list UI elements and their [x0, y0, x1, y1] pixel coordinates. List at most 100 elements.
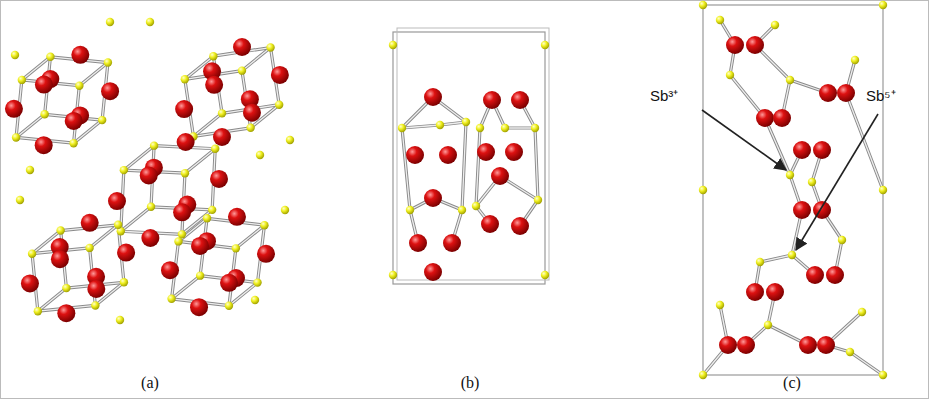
- bond: [185, 149, 215, 173]
- leader-arrow: [702, 110, 786, 170]
- oxygen-atom: [35, 136, 53, 154]
- antimony-atom: [225, 302, 233, 310]
- oxygen-atom: [481, 215, 499, 233]
- oxygen-atom: [51, 250, 69, 268]
- antimony-atom: [458, 206, 466, 214]
- bond: [476, 128, 480, 206]
- antimony-atom: [181, 169, 189, 177]
- oxygen-atom: [424, 263, 442, 281]
- oxygen-atom: [57, 304, 75, 322]
- antimony-atom: [286, 136, 294, 144]
- antimony-atom: [181, 75, 189, 83]
- antimony-atom: [18, 76, 26, 84]
- antimony-atom: [16, 196, 24, 204]
- oxygen-atom: [243, 104, 261, 122]
- oxygen-atom: [766, 283, 784, 301]
- bond: [402, 125, 440, 128]
- panel-caption: (b): [461, 374, 480, 392]
- oxygen-atom: [793, 141, 811, 159]
- oxygen-atom: [746, 283, 764, 301]
- antimony-atom: [211, 145, 219, 153]
- antimony-atom: [436, 121, 444, 129]
- oxygen-atom: [141, 229, 159, 247]
- bond: [236, 225, 265, 248]
- oxygen-atom: [409, 234, 427, 252]
- antimony-atom: [203, 214, 211, 222]
- oxygen-atom: [117, 244, 135, 262]
- antimony-atom: [846, 348, 854, 356]
- antimony-atom: [209, 52, 217, 60]
- bond: [850, 352, 883, 375]
- oxygen-atom: [220, 274, 238, 292]
- antimony-atom: [726, 71, 734, 79]
- oxygen-atom: [483, 91, 501, 109]
- antimony-atom: [28, 249, 36, 257]
- panel-caption: (a): [141, 374, 159, 392]
- antimony-atom: [146, 18, 154, 26]
- bond: [765, 118, 790, 175]
- antimony-atom: [716, 16, 724, 24]
- antimony-atom: [167, 295, 175, 303]
- oxygen-atom: [21, 274, 39, 292]
- bond: [402, 128, 410, 210]
- oxygen-atom: [257, 245, 275, 263]
- antimony-atom: [771, 21, 779, 29]
- bond: [79, 63, 108, 86]
- antimony-atom: [534, 196, 542, 204]
- antimony-atom: [11, 51, 19, 59]
- antimony-atom: [251, 296, 259, 304]
- oxygen-atom: [71, 46, 89, 64]
- antimony-atom: [541, 41, 549, 49]
- bond: [402, 128, 410, 210]
- antimony-atom: [98, 116, 106, 124]
- oxygen-atom: [5, 100, 23, 118]
- antimony-atom: [462, 118, 470, 126]
- bond: [846, 93, 883, 190]
- oxygen-atom: [87, 280, 105, 298]
- oxygen-atom: [726, 36, 744, 54]
- oxygen-atom: [505, 143, 523, 161]
- oxygen-atom: [205, 76, 223, 94]
- oxygen-atom: [233, 38, 251, 56]
- oxygen-atom: [213, 128, 231, 146]
- antimony-atom: [879, 1, 887, 9]
- bond: [462, 122, 466, 210]
- oxygen-atom: [826, 266, 844, 284]
- antimony-atom: [281, 206, 289, 214]
- ion-label: Sb⁵⁺: [866, 88, 896, 105]
- bond: [760, 255, 792, 262]
- antimony-atom: [91, 301, 99, 309]
- antimony-atom: [253, 278, 261, 286]
- bond: [402, 125, 440, 128]
- antimony-atom: [541, 271, 549, 279]
- antimony-atom: [232, 244, 240, 252]
- bond: [846, 93, 883, 190]
- antimony-atom: [786, 171, 794, 179]
- bond: [79, 63, 108, 86]
- oxygen-atom: [228, 208, 246, 226]
- bond: [462, 122, 466, 210]
- antimony-atom: [699, 371, 707, 379]
- oxygen-atom: [35, 76, 53, 94]
- antimony-atom: [531, 124, 539, 132]
- oxygen-atom: [491, 167, 509, 185]
- antimony-atom: [246, 124, 254, 132]
- oxygen-atom: [793, 201, 811, 219]
- bond: [760, 255, 792, 262]
- antimony-atom: [851, 56, 859, 64]
- bond: [185, 149, 215, 173]
- antimony-atom: [69, 139, 77, 147]
- oxygen-atom: [406, 146, 424, 164]
- antimony-atom: [34, 307, 42, 315]
- oxygen-atom: [443, 234, 461, 252]
- antimony-atom: [406, 206, 414, 214]
- antimony-atom: [260, 221, 268, 229]
- antimony-atom: [389, 271, 397, 279]
- antimony-atom: [858, 308, 866, 316]
- oxygen-atom: [719, 336, 737, 354]
- antimony-atom: [764, 321, 772, 329]
- oxygen-atom: [101, 82, 119, 100]
- oxygen-atom: [806, 266, 824, 284]
- antimony-atom: [699, 1, 707, 9]
- bond: [850, 352, 883, 375]
